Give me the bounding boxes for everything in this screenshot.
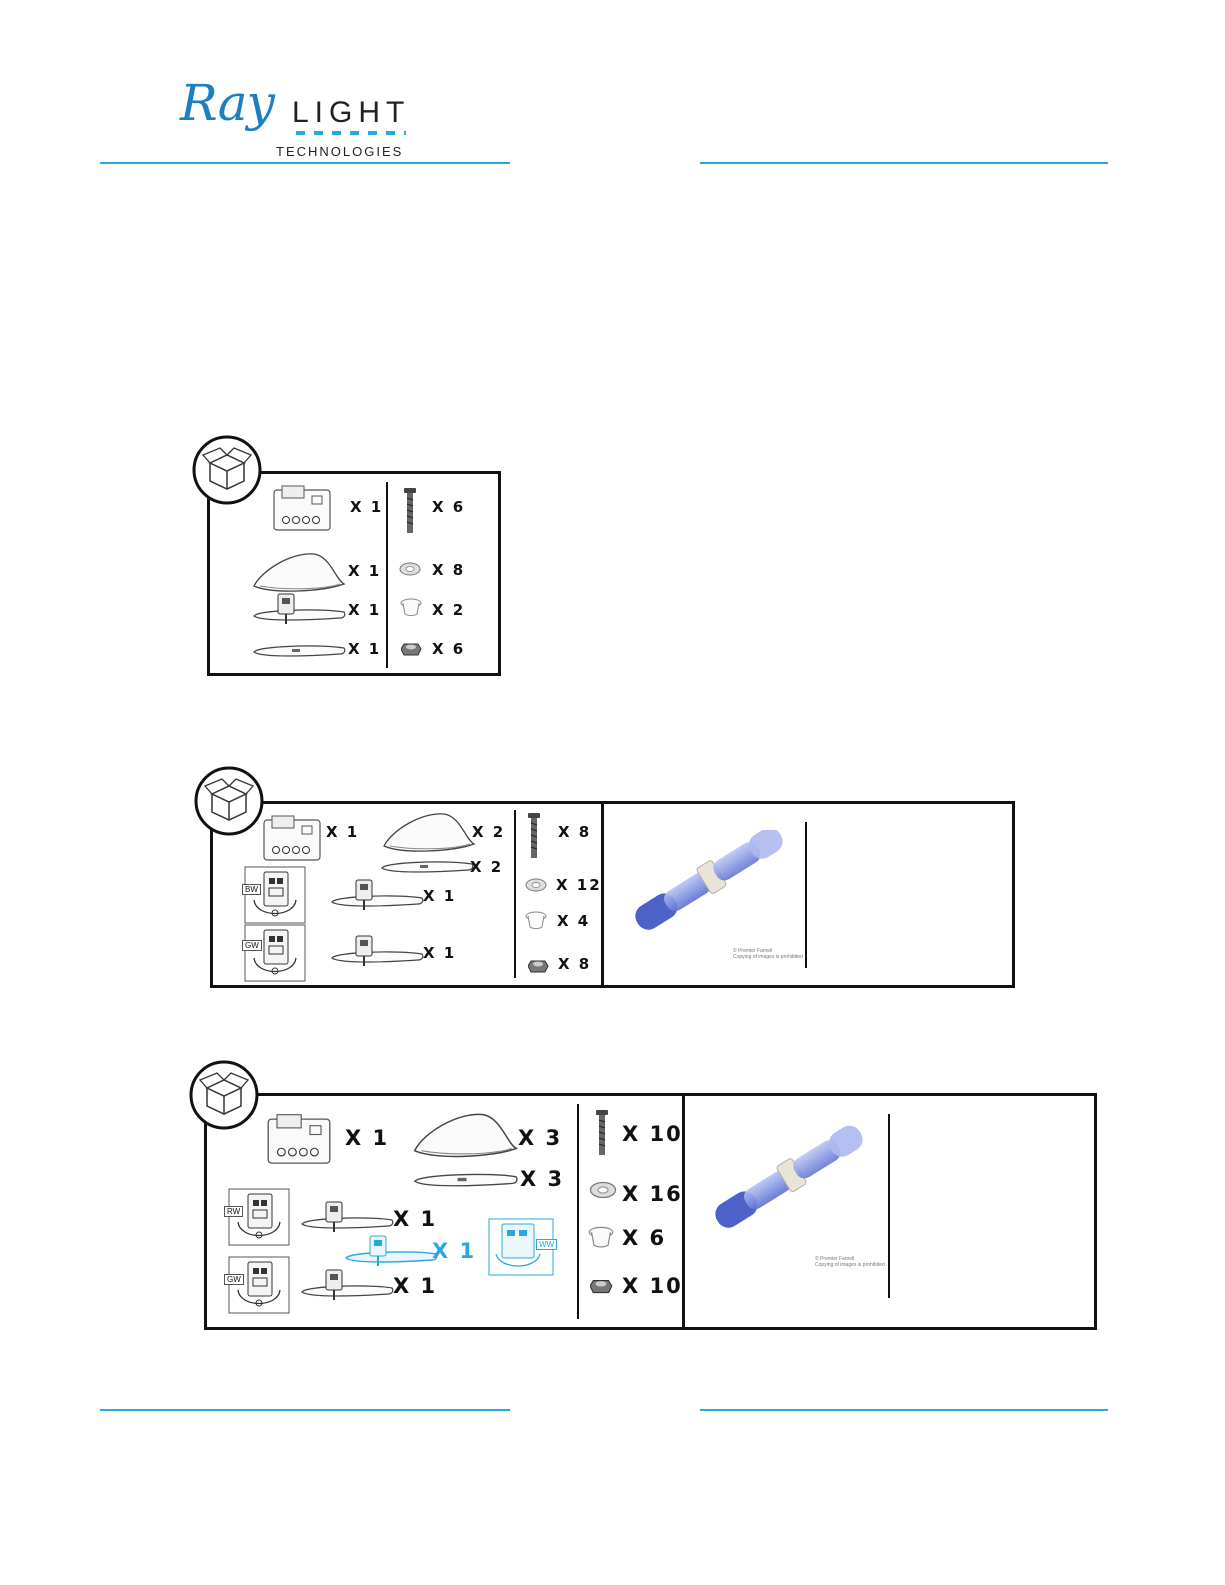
grommet-icon: [588, 1226, 614, 1250]
header-rule-left: [100, 162, 510, 164]
kit3-qty-nut: X 10: [622, 1274, 683, 1298]
module-label-gw: GW: [224, 1274, 244, 1285]
fixture-with-driver-icon: [300, 1266, 395, 1302]
nut-icon: [590, 1276, 614, 1296]
kit3-qty-strip: X 3: [520, 1167, 564, 1191]
kit2-qty-grommet: X 4: [557, 912, 590, 930]
kit2-qty-washer: X 12: [556, 876, 602, 894]
kit2-qty-nut: X 8: [558, 955, 591, 973]
bolt-icon: [526, 813, 542, 859]
washer-icon: [588, 1180, 618, 1200]
fixture-strip-icon: [412, 1170, 520, 1188]
logo-word-ray: Ray: [180, 74, 274, 132]
kit3-qty-module-rw: X 1: [393, 1207, 437, 1231]
grommet-icon: [525, 911, 547, 931]
kit2-splice-divider: [805, 822, 807, 968]
bolt-icon: [594, 1110, 610, 1156]
kit3-qty-bolt: X 10: [622, 1122, 683, 1146]
bolt-icon: [402, 488, 418, 534]
fixture-with-driver-icon: [330, 876, 425, 912]
kit2-divider: [514, 810, 516, 978]
controller-box-icon: [272, 484, 332, 534]
fixture-cover-icon: [382, 810, 477, 856]
kit3-qty-module-gw: X 1: [393, 1274, 437, 1298]
kit1-qty-fixture-driver: X 1: [348, 601, 381, 619]
butt-splice-connector-image: [705, 1122, 875, 1262]
fixture-driver-module-icon: [228, 1256, 290, 1314]
logo-subtitle: TECHNOLOGIES: [276, 144, 403, 159]
washer-icon: [524, 877, 548, 893]
logo-dash-line: [296, 131, 406, 135]
kit1-divider: [386, 482, 388, 668]
fixture-strip-icon: [252, 642, 347, 658]
kit3-qty-module-ww: X 1: [432, 1239, 476, 1263]
controller-box-icon: [262, 814, 322, 864]
fixture-driver-module-icon: [228, 1188, 290, 1246]
open-box-icon: [194, 766, 264, 836]
kit1-qty-cover: X 1: [348, 562, 381, 580]
kit3-qty-washer: X 16: [622, 1182, 683, 1206]
fixture-with-driver-icon: [300, 1198, 395, 1234]
fixture-with-driver-icon: [252, 590, 347, 626]
splice-caption-2: Copying of images is prohibited: [815, 1262, 885, 1268]
kit2-qty-module-gw: X 1: [423, 944, 456, 962]
kit3-divider: [577, 1104, 579, 1319]
kit2-qty-cover: X 2: [472, 823, 505, 841]
kit2-qty-strip: X 2: [470, 858, 503, 876]
fixture-with-driver-icon-blue: [344, 1232, 439, 1268]
butt-splice-connector-image: [625, 830, 795, 960]
kit2-qty-controller: X 1: [326, 823, 359, 841]
washer-icon: [398, 561, 422, 577]
controller-box-icon: [266, 1112, 332, 1168]
kit3-splice-divider: [888, 1114, 890, 1298]
module-label-rw: RW: [224, 1206, 243, 1217]
logo-word-light: LIGHT: [292, 96, 410, 130]
fixture-driver-module-icon: [244, 924, 306, 982]
open-box-icon: [192, 435, 262, 505]
kit2-qty-bolt: X 8: [558, 823, 591, 841]
open-box-icon: [189, 1060, 259, 1130]
fixture-with-driver-icon: [330, 932, 425, 968]
module-label-ww: WW: [536, 1239, 557, 1250]
nut-icon: [528, 957, 550, 975]
kit3-qty-cover: X 3: [518, 1126, 562, 1150]
module-label-gw: GW: [242, 940, 262, 951]
kit1-qty-grommet: X 2: [432, 601, 465, 619]
fixture-cover-icon: [412, 1110, 520, 1162]
kit1-qty-nut: X 6: [432, 640, 465, 658]
module-label-bw: BW: [242, 884, 261, 895]
kit1-qty-bolt: X 6: [432, 498, 465, 516]
kit3-qty-grommet: X 6: [622, 1226, 666, 1250]
kit1-qty-controller: X 1: [350, 498, 383, 516]
nut-icon: [401, 640, 423, 658]
header-rule-right: [700, 162, 1108, 164]
kit1-qty-washer: X 8: [432, 561, 465, 579]
footer-rule-right: [700, 1409, 1108, 1411]
kit2-qty-module-bw: X 1: [423, 887, 456, 905]
footer-rule-left: [100, 1409, 510, 1411]
fixture-driver-module-icon: [244, 866, 306, 924]
kit1-qty-strip: X 1: [348, 640, 381, 658]
splice-caption-2: Copying of images is prohibited: [733, 954, 803, 960]
grommet-icon: [400, 598, 422, 618]
kit3-qty-controller: X 1: [345, 1126, 389, 1150]
fixture-strip-icon: [380, 858, 475, 874]
